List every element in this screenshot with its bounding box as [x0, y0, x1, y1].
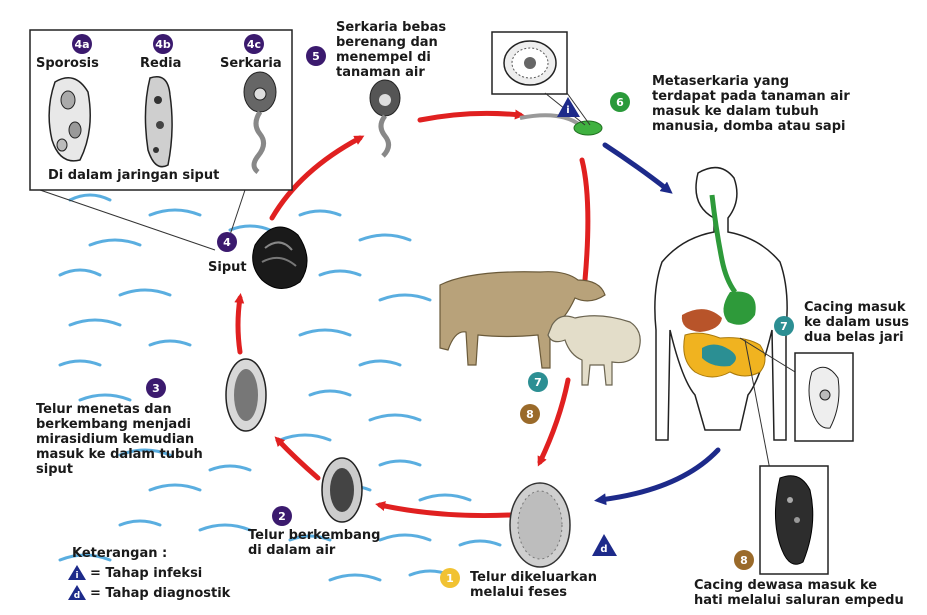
badge-8: 8: [734, 550, 754, 570]
stage-3-text: Telur menetas dan berkembang menjadi mir…: [36, 402, 203, 477]
metacercaria-figure: [504, 41, 556, 85]
badge-5: 5: [306, 46, 326, 66]
stage-5-line: Serkaria bebas: [336, 20, 446, 35]
legend-mark-i: i: [75, 571, 78, 580]
badge-animals-7: 7: [528, 372, 548, 392]
stage-7-line: Cacing masuk: [804, 300, 909, 315]
label-serkaria: Serkaria: [220, 56, 282, 71]
badge-2: 2: [272, 506, 292, 526]
stage-6-text: Metaserkaria yang terdapat pada tanaman …: [652, 74, 850, 134]
stage-8-text: Cacing dewasa masuk ke hati melalui salu…: [694, 578, 904, 608]
free-cercaria-figure: [370, 80, 400, 156]
human-body-figure: [655, 168, 787, 440]
badge-3: 3: [146, 378, 166, 398]
stage-1-line: Telur dikeluarkan: [470, 570, 597, 585]
egg-in-feces-figure: [510, 483, 570, 567]
developing-egg-figure: [322, 458, 362, 522]
redia-figure: [145, 77, 172, 167]
stage-3-line: berkembang menjadi: [36, 417, 203, 432]
sheep-figure: [548, 316, 640, 385]
stage-2-text: Telur berkembang di dalam air: [248, 528, 380, 558]
stage-2-line: Telur berkembang: [248, 528, 380, 543]
legend-title: Keterangan :: [72, 546, 167, 561]
digestive-organs: [682, 195, 765, 377]
stage-7-line: ke dalam usus: [804, 315, 909, 330]
stage-6-line: Metaserkaria yang: [652, 74, 850, 89]
stage-7-text: Cacing masuk ke dalam usus dua belas jar…: [804, 300, 909, 345]
miracidium-figure: [226, 359, 266, 431]
stage-5-text: Serkaria bebas berenang dan menempel di …: [336, 20, 446, 80]
badge-4: 4: [217, 232, 237, 252]
sporocyst-figure: [49, 78, 90, 161]
stage-3-line: mirasidium kemudian: [36, 432, 203, 447]
stage-7-line: dua belas jari: [804, 330, 909, 345]
inset-caption: Di dalam jaringan siput: [48, 168, 219, 183]
legend-item-diagnostic: = Tahap diagnostik: [90, 586, 230, 601]
badge-animals-8: 8: [520, 404, 540, 424]
stage-8-line: Cacing dewasa masuk ke: [694, 578, 904, 593]
label-siput: Siput: [208, 260, 247, 275]
label-sporosis: Sporosis: [36, 56, 99, 71]
marker-d-text: d: [600, 544, 607, 555]
legend-diagnostic-icon: d: [68, 585, 86, 600]
stage-6-line: terdapat pada tanaman air: [652, 89, 850, 104]
stage-5-line: menempel di: [336, 50, 446, 65]
badge-4a: 4a: [72, 34, 92, 54]
badge-4b: 4b: [153, 34, 173, 54]
diagnostic-stage-marker: d: [592, 534, 617, 556]
legend-mark-d: d: [74, 591, 80, 600]
badge-1: 1: [440, 568, 460, 588]
stage-2-line: di dalam air: [248, 543, 380, 558]
legend-item-infective: = Tahap infeksi: [90, 566, 202, 581]
badge-4c: 4c: [244, 34, 264, 54]
legend-infective-icon: i: [68, 565, 86, 580]
marker-i-text: i: [566, 105, 569, 116]
stage-3-line: masuk ke dalam tubuh: [36, 447, 203, 462]
badge-7: 7: [774, 316, 794, 336]
stage-8-line: hati melalui saluran empedu: [694, 593, 904, 608]
badge-6: 6: [610, 92, 630, 112]
stage-6-line: masuk ke dalam tubuh: [652, 104, 850, 119]
stage-1-line: melalui feses: [470, 585, 597, 600]
snail-figure: [253, 227, 307, 289]
stage-3-line: siput: [36, 462, 203, 477]
stage-3-line: Telur menetas dan: [36, 402, 203, 417]
stage-1-text: Telur dikeluarkan melalui feses: [470, 570, 597, 600]
stage-5-line: tanaman air: [336, 65, 446, 80]
stage-6-line: manusia, domba atau sapi: [652, 119, 850, 134]
label-redia: Redia: [140, 56, 181, 71]
stage-5-line: berenang dan: [336, 35, 446, 50]
